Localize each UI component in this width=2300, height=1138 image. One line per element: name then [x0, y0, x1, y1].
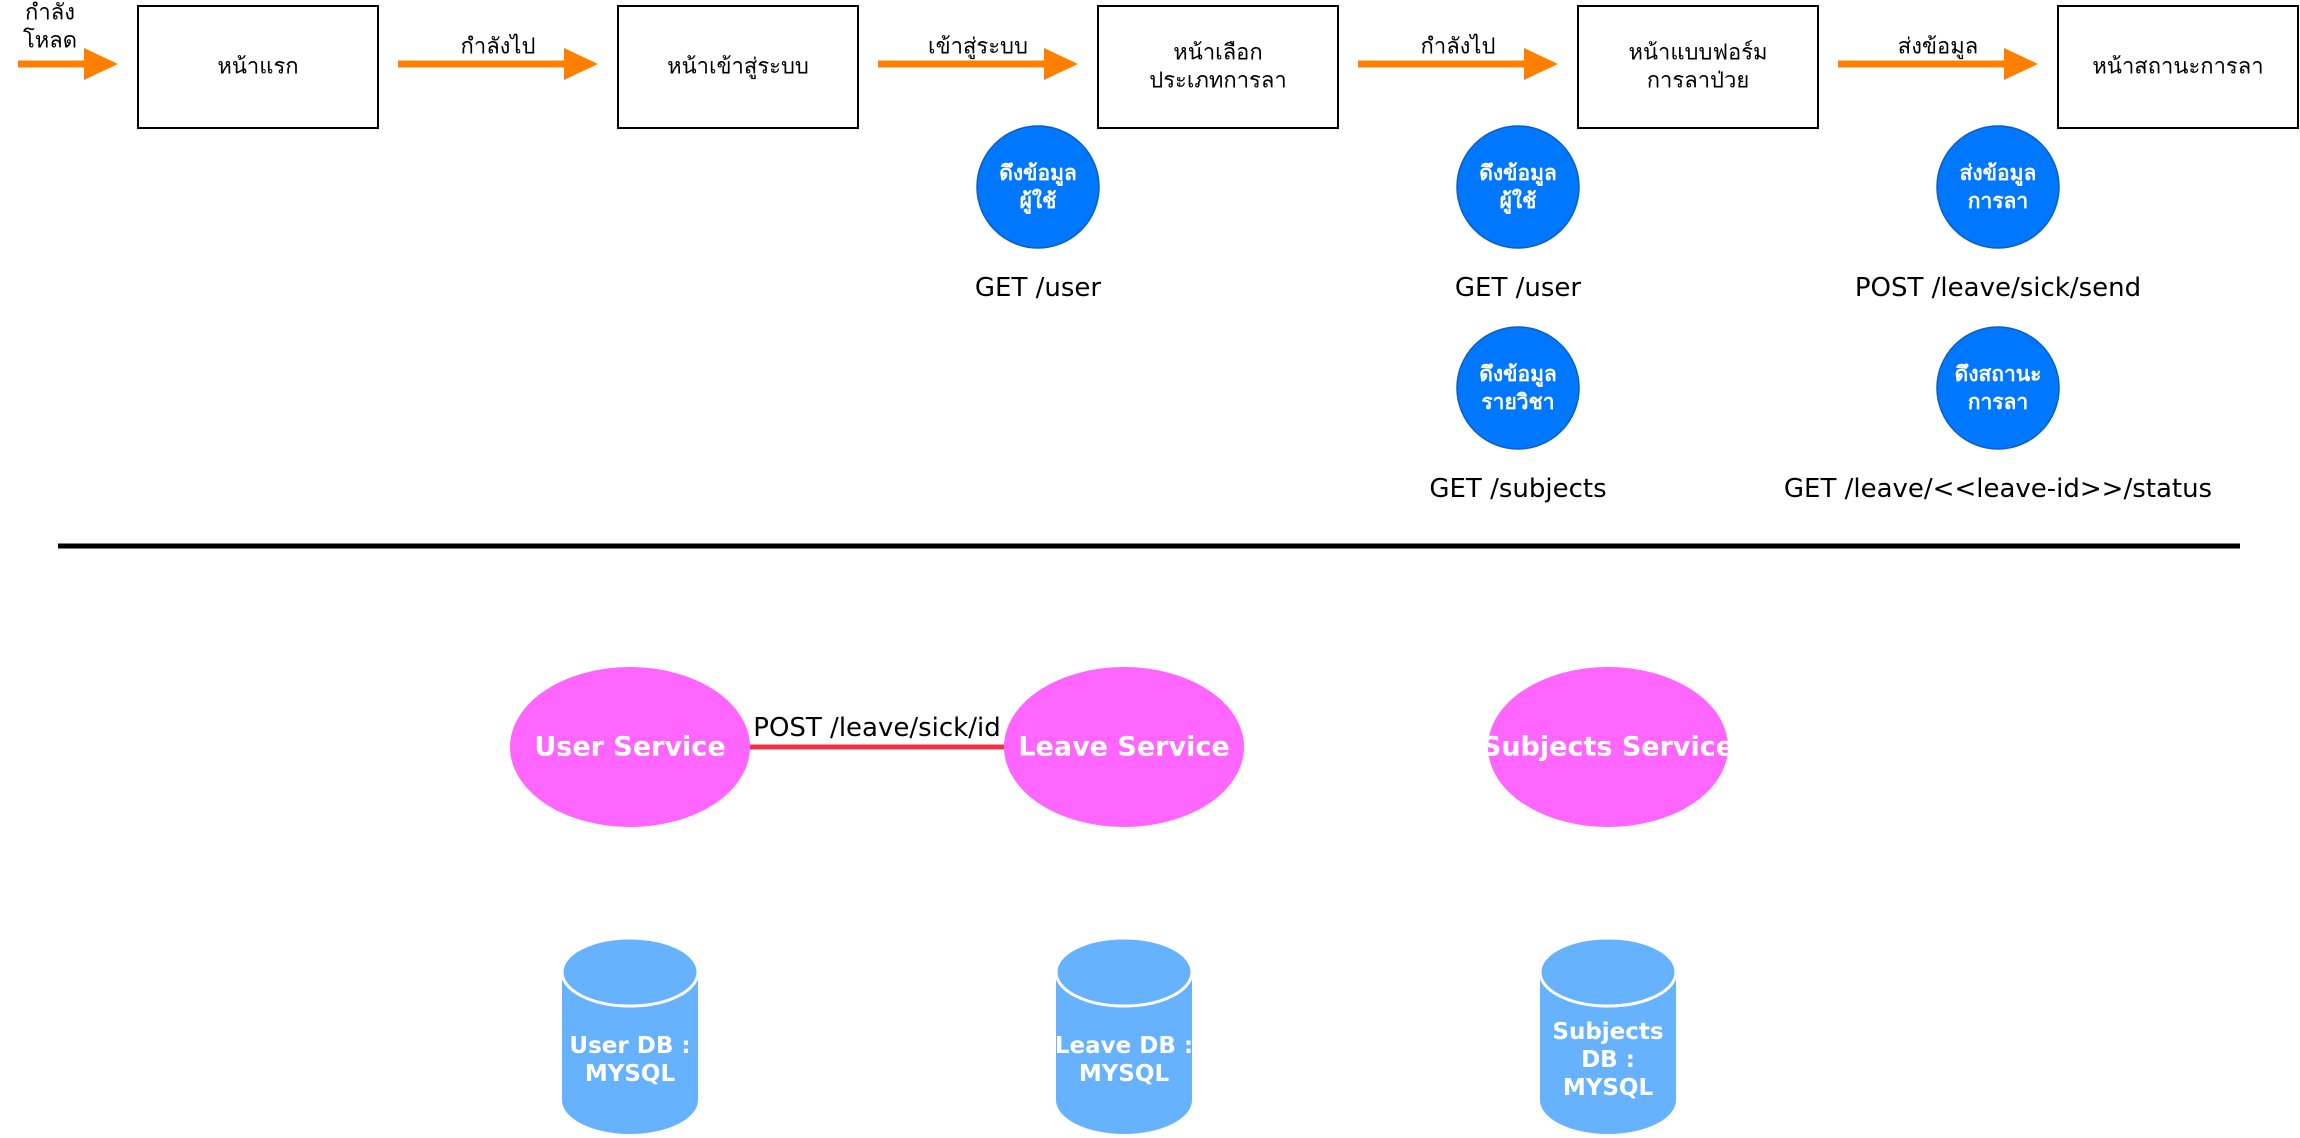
database-label: DB : [1581, 1047, 1635, 1073]
api-action-label: ดึงข้อมูล [1479, 161, 1557, 187]
api-endpoint-label: GET /subjects [1429, 474, 1606, 504]
transition-arrow [398, 48, 598, 80]
database-label: User DB : [569, 1033, 690, 1059]
page-box [617, 5, 859, 129]
api-action-circle [976, 125, 1100, 249]
api-endpoint-label: POST /leave/sick/send [1855, 273, 2141, 303]
api-action-label: การลา [1968, 390, 2028, 414]
page-label: การลาป่วย [1647, 69, 1750, 94]
database-cylinder [560, 936, 700, 1134]
page-box [1577, 5, 1819, 129]
database-cylinder [1538, 936, 1678, 1134]
start-arrow [18, 48, 118, 80]
page-label: หน้าแบบฟอร์ม [1628, 41, 1767, 66]
service-name: Leave Service [1018, 732, 1229, 763]
page-label: หน้าเลือก [1173, 41, 1262, 66]
api-action-label: การลา [1968, 189, 2028, 213]
service-node [1488, 667, 1728, 827]
service-node [1004, 667, 1244, 827]
api-action-label: ผู้ใช้ [1500, 188, 1537, 215]
api-action-label: ส่งข้อมูล [1960, 161, 2037, 187]
page-box [137, 5, 379, 129]
api-action-circle [1936, 326, 2060, 450]
api-endpoint-label: GET /user [975, 273, 1102, 303]
page-box [1097, 5, 1339, 129]
service-link-label: POST /leave/sick/id [753, 713, 1000, 743]
database-label: Subjects [1552, 1019, 1663, 1045]
page-box [2057, 5, 2299, 129]
database-cylinder [1054, 936, 1194, 1134]
service-node [510, 667, 750, 827]
api-action-circle [1456, 326, 1580, 450]
transition-label: เข้าสู่ระบบ [928, 35, 1028, 60]
api-action-label: ดึงข้อมูล [1479, 362, 1557, 388]
service-name: Subjects Service [1482, 732, 1734, 763]
page-label: หน้าเข้าสู่ระบบ [667, 55, 809, 80]
api-endpoint-label: GET /leave/<<leave-id>>/status [1784, 474, 2212, 504]
database-label: Leave DB : [1055, 1033, 1193, 1059]
database-label: MYSQL [585, 1061, 676, 1087]
transition-label: ส่งข้อมูล [1898, 35, 1978, 60]
api-action-label: ดึงสถานะ [1955, 362, 2042, 386]
start-label: กำลัง [25, 1, 75, 26]
api-action-label: ผู้ใช้ [1020, 188, 1057, 215]
api-action-circle [1936, 125, 2060, 249]
transition-arrow [1358, 48, 1558, 80]
api-action-label: รายวิชา [1481, 390, 1554, 414]
page-label: ประเภทการลา [1149, 69, 1286, 94]
start-label: โหลด [23, 28, 77, 54]
page-label: หน้าแรก [217, 55, 298, 80]
api-endpoint-label: GET /user [1455, 273, 1582, 303]
transition-label: กำลังไป [461, 34, 536, 60]
transition-arrow [1838, 48, 2038, 80]
transition-arrow [878, 48, 1078, 80]
page-label: หน้าสถานะการลา [2092, 55, 2263, 80]
transition-label: กำลังไป [1421, 34, 1496, 60]
api-action-circle [1456, 125, 1580, 249]
database-label: MYSQL [1079, 1061, 1170, 1087]
database-label: MYSQL [1563, 1075, 1654, 1101]
api-action-label: ดึงข้อมูล [999, 161, 1077, 187]
service-name: User Service [534, 732, 725, 763]
